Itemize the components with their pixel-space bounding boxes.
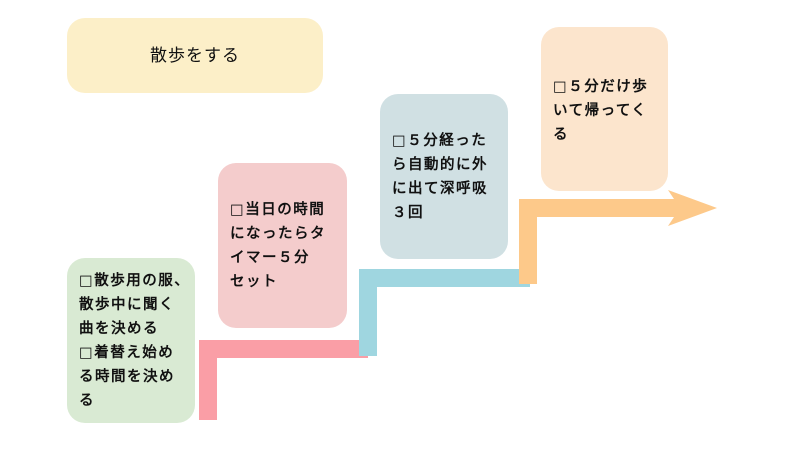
title-box: 散歩をする (67, 18, 323, 93)
arrow-head (668, 190, 717, 226)
step-text: る (79, 392, 95, 409)
step-2-box: □当日の時間 になったらタ イマー５分 セット (218, 163, 347, 328)
title-text: 散歩をする (150, 45, 240, 66)
step-text: ３回 (392, 204, 424, 221)
step-text: 散歩中に聞く (79, 296, 175, 313)
arrow-segment-blue (359, 269, 530, 356)
step-text: セット (230, 273, 278, 290)
step-text: る時間を決め (79, 368, 175, 385)
step-text: いて帰ってく (553, 103, 648, 119)
step-text: イマー５分 (230, 249, 310, 266)
step-text: 曲を決める (79, 320, 159, 337)
step-text: □５分だけ歩 (553, 79, 649, 95)
arrow-segment-orange (519, 199, 690, 284)
step-text: □着替え始め (79, 344, 175, 361)
step-3-box: □５分経った ら自動的に外 に出て深呼吸 ３回 (380, 94, 508, 259)
step-text: □散歩用の服、 (79, 272, 191, 289)
step-text: □当日の時間 (230, 201, 326, 218)
step-text: に出て深呼吸 (392, 180, 488, 197)
step-text: になったらタ (230, 225, 326, 242)
step-text: □５分経った (392, 132, 488, 149)
step-text: ら自動的に外 (392, 156, 488, 173)
step-4-box: □５分だけ歩 いて帰ってく る (541, 27, 668, 191)
step-text: る (553, 127, 569, 143)
arrow-segment-pink (199, 340, 368, 420)
step-1-box: □散歩用の服、 散歩中に聞く 曲を決める □着替え始め る時間を決め る (67, 258, 195, 423)
